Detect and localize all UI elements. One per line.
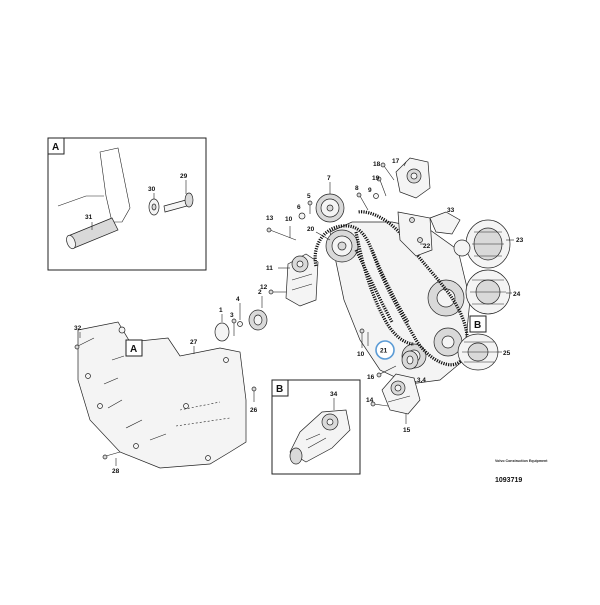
- inset-a-outline: [57, 195, 104, 207]
- label-29: 29: [180, 173, 188, 180]
- label-18: 18: [373, 161, 381, 168]
- pump-25: [457, 333, 499, 371]
- label-21: 21: [380, 348, 388, 355]
- tensioner-34: [289, 409, 351, 465]
- bolt-26: [251, 386, 257, 402]
- label-10-upper: 10: [285, 216, 293, 223]
- label-24: 24: [513, 291, 521, 298]
- bolts-33: [429, 211, 461, 235]
- label-26: 26: [250, 407, 258, 414]
- bolt-16: [376, 365, 397, 378]
- inset-a: A 31 30 29: [47, 137, 207, 271]
- label-31: 31: [85, 214, 93, 221]
- label-20: 20: [307, 226, 315, 233]
- idler-pulley-2: [248, 309, 268, 331]
- idler-pulley-7: [315, 193, 345, 223]
- label-30: 30: [148, 186, 156, 193]
- label-23: 23: [516, 237, 524, 244]
- cap-1: [214, 322, 230, 342]
- washer-6: [298, 212, 306, 220]
- label-7: 7: [327, 175, 331, 182]
- callout-b-letter: B: [474, 320, 481, 331]
- label-2: 2: [258, 289, 262, 296]
- timing-cover-27: [77, 321, 247, 469]
- idler-pulley-lower: [401, 350, 419, 370]
- label-22: 22: [423, 243, 431, 250]
- washer-9: [373, 193, 379, 199]
- label-15: 15: [403, 427, 411, 434]
- inset-b-letter: B: [276, 384, 283, 395]
- label-11: 11: [266, 265, 273, 272]
- bolt-5: [307, 200, 313, 214]
- bolt-18: [380, 162, 395, 181]
- inset-b: B 34: [271, 379, 361, 475]
- roller-31: [66, 217, 119, 250]
- bolt-8: [356, 192, 369, 211]
- figure-id: 1093719: [495, 477, 522, 484]
- highlight-21: 21: [375, 340, 395, 360]
- alternator-23: [453, 219, 511, 269]
- callout-b-box: [469, 315, 487, 333]
- callout-a-letter: A: [130, 344, 137, 355]
- bolt-28: [102, 451, 121, 460]
- label-14: 14: [366, 397, 374, 404]
- label-1234: 1,2,3,4: [406, 377, 426, 384]
- label-13: 13: [266, 215, 274, 222]
- washer-30: [148, 198, 160, 216]
- bolt-3: [231, 318, 237, 336]
- tensioner-15: [381, 373, 421, 415]
- bolt-13: [266, 227, 297, 241]
- label-1: 1: [219, 307, 223, 314]
- bracket-22: [397, 211, 433, 257]
- label-27: 27: [190, 339, 198, 346]
- label-4: 4: [236, 296, 240, 303]
- inset-b-tag-box: [271, 379, 289, 397]
- inset-a-letter: A: [52, 142, 59, 153]
- label-10-lower: 10: [357, 351, 365, 358]
- label-32: 32: [74, 325, 82, 332]
- label-9: 9: [368, 187, 372, 194]
- bolt-10-lower: [359, 328, 365, 348]
- label-8: 8: [355, 185, 359, 192]
- bolt-19: [376, 176, 387, 197]
- label-17: 17: [392, 158, 400, 165]
- inset-a-tag-box: [47, 137, 65, 155]
- label-6: 6: [297, 204, 301, 211]
- label-19: 19: [372, 175, 380, 182]
- pin-29: [163, 192, 194, 213]
- tensioner-17: [395, 157, 431, 199]
- label-25: 25: [503, 350, 511, 357]
- engine-front: [325, 221, 471, 385]
- compressor-24: [465, 269, 511, 315]
- callout-a-box: [125, 339, 143, 357]
- label-16: 16: [367, 374, 375, 381]
- bolt-12: [268, 289, 288, 295]
- bolt-14: [370, 401, 389, 407]
- label-28: 28: [112, 468, 120, 475]
- brand-text: Volvo Construction Equipment: [495, 459, 548, 463]
- label-34: 34: [330, 391, 338, 398]
- label-33: 33: [447, 207, 455, 214]
- label-12: 12: [260, 284, 268, 291]
- washer-4: [237, 321, 243, 327]
- bolt-32: [74, 337, 95, 350]
- inset-a-bracket: [99, 147, 131, 223]
- label-5: 5: [307, 193, 311, 200]
- tensioner-11: [285, 253, 319, 307]
- label-3: 3: [230, 312, 234, 319]
